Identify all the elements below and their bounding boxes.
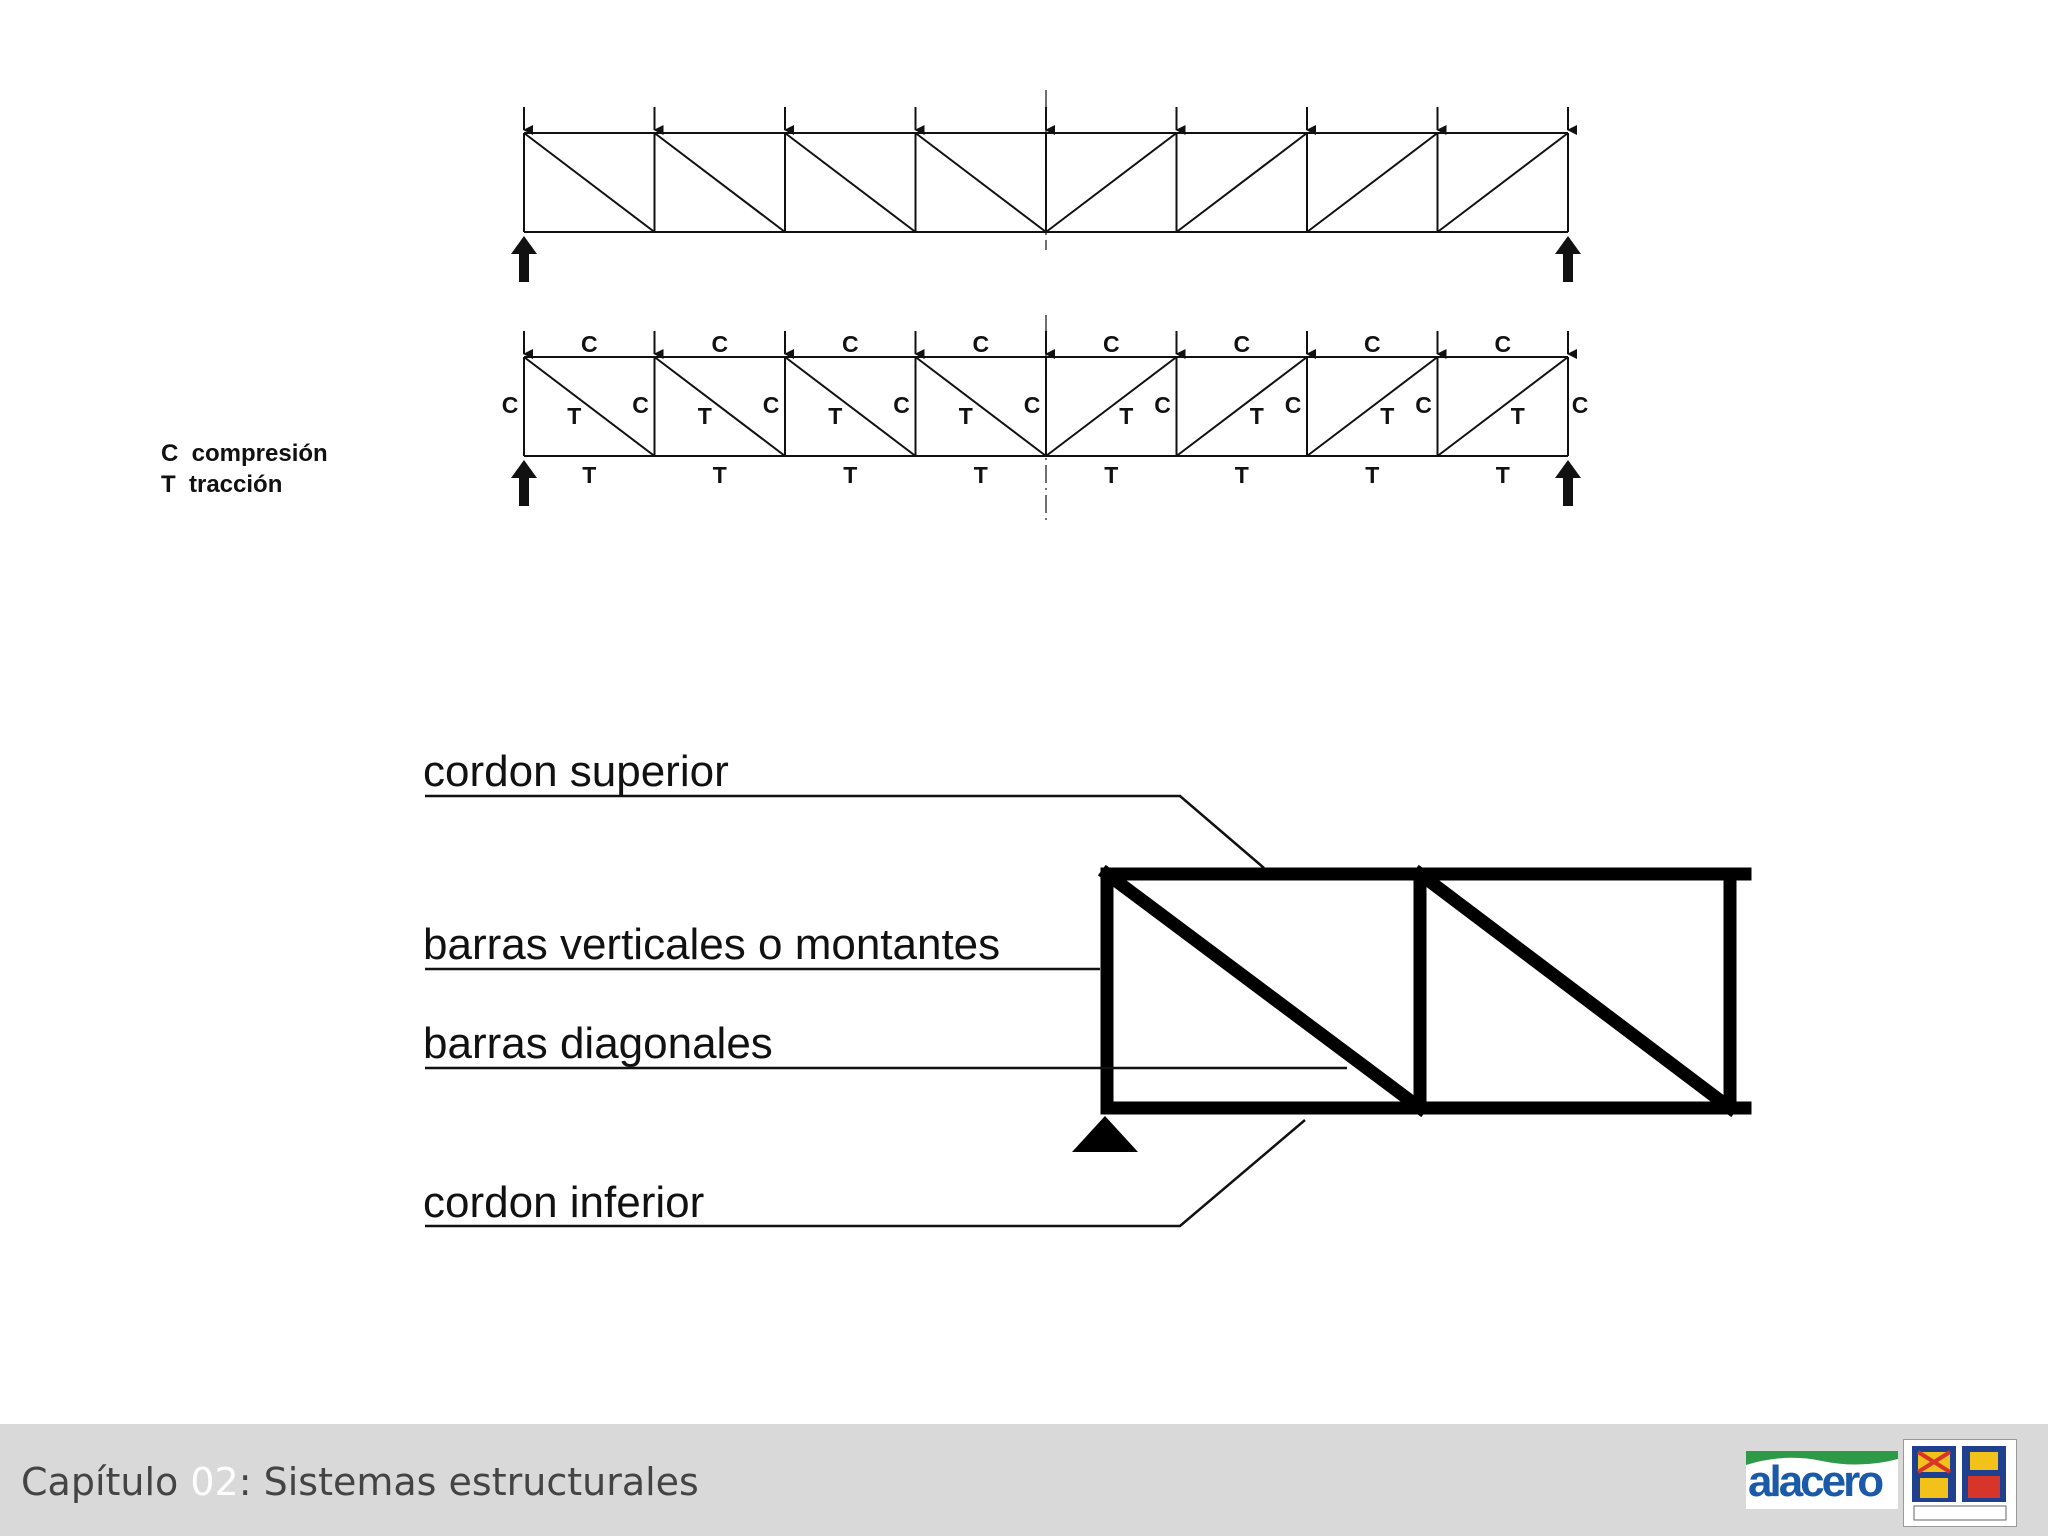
bottom-chord-force-label: T [843, 462, 857, 488]
reaction-arrow [1555, 460, 1581, 506]
detail-diagonal [1097, 864, 1430, 1118]
top-chord-force-label: C [972, 331, 989, 357]
diagonal-force-label: T [1250, 403, 1264, 429]
vertical-force-label: C [1024, 392, 1041, 418]
diagonal-force-label: T [698, 403, 712, 429]
alacero-logo: alacero [1746, 1451, 1898, 1509]
reaction-arrow [511, 460, 537, 506]
diagonal-member [1045, 132, 1178, 233]
vertical-force-label: C [632, 392, 649, 418]
diagonal-member [1175, 132, 1308, 233]
legend-tension: T tracción [161, 471, 283, 498]
legend-compression: C compresión [161, 440, 328, 467]
diagonal-force-label: T [1380, 403, 1394, 429]
label-diagonals: barras diagonales [423, 1019, 773, 1068]
diagonal-member [523, 356, 656, 457]
vertical-force-label: C [1154, 392, 1171, 418]
diagonal-member [523, 132, 656, 233]
alacero-logo-text: alacero [1748, 1457, 1884, 1506]
diagonal-member [1436, 356, 1569, 457]
bottom-chord-force-label: T [1235, 462, 1249, 488]
vertical-force-label: C [1285, 392, 1302, 418]
bottom-chord-force-label: T [582, 462, 596, 488]
top-chord-force-label: C [1494, 331, 1511, 357]
truss-detail: cordon superior barras verticales o mont… [423, 747, 1752, 1228]
bottom-chord-force-label: T [1365, 462, 1379, 488]
bottom-chord-force-label: T [1104, 462, 1118, 488]
diagonal-member [1306, 132, 1439, 233]
diagonal-force-label: T [1119, 403, 1133, 429]
chapter-name: : Sistemas estructurales [238, 1460, 699, 1504]
reaction-arrow [1555, 236, 1581, 282]
legend: C compresión T tracción [161, 438, 328, 500]
support-triangle [1072, 1116, 1138, 1152]
label-bottom-chord: cordon inferior [423, 1178, 704, 1227]
diagonal-member [1306, 356, 1439, 457]
vertical-force-label: C [502, 392, 519, 418]
top-chord-force-label: C [1364, 331, 1381, 357]
chapter-title: Capítulo 02: Sistemas estructurales [21, 1460, 699, 1504]
university-seal-logo [1903, 1439, 2017, 1527]
diagonal-member [653, 356, 786, 457]
top-chord-force-label: C [1233, 331, 1250, 357]
diagonal-force-label: T [567, 403, 581, 429]
vertical-force-label: C [1572, 392, 1589, 418]
bottom-chord-force-label: T [1496, 462, 1510, 488]
label-top-chord: cordon superior [423, 747, 729, 796]
vertical-force-label: C [763, 392, 780, 418]
vertical-force-label: C [893, 392, 910, 418]
chapter-prefix: Capítulo [21, 1460, 191, 1504]
top-chord-force-label: C [842, 331, 859, 357]
diagonal-member [914, 132, 1047, 233]
diagonal-member [914, 356, 1047, 457]
reaction-arrow [511, 236, 537, 282]
diagonal-member [784, 132, 917, 233]
vertical-force-label: C [1415, 392, 1432, 418]
chapter-number: 02 [190, 1460, 239, 1504]
diagonal-member [784, 356, 917, 457]
top-chord-force-label: C [711, 331, 728, 357]
diagonal-force-label: T [828, 403, 842, 429]
top-chord-force-label: C [581, 331, 598, 357]
diagonal-force-label: T [1511, 403, 1525, 429]
diagonal-force-label: T [959, 403, 973, 429]
diagonal-member [1436, 132, 1569, 233]
bottom-chord-force-label: T [974, 462, 988, 488]
diagonal-member [1175, 356, 1308, 457]
bottom-chord-force-label: T [713, 462, 727, 488]
top-chord-force-label: C [1103, 331, 1120, 357]
detail-diagonal [1410, 864, 1740, 1118]
truss-geometry [511, 90, 1581, 282]
truss-force-diagram [511, 315, 1581, 520]
diagonal-member [1045, 356, 1178, 457]
label-verticals: barras verticales o montantes [423, 920, 1000, 969]
footer-bar: Capítulo 02: Sistemas estructurales alac… [0, 1424, 2048, 1536]
diagonal-member [653, 132, 786, 233]
